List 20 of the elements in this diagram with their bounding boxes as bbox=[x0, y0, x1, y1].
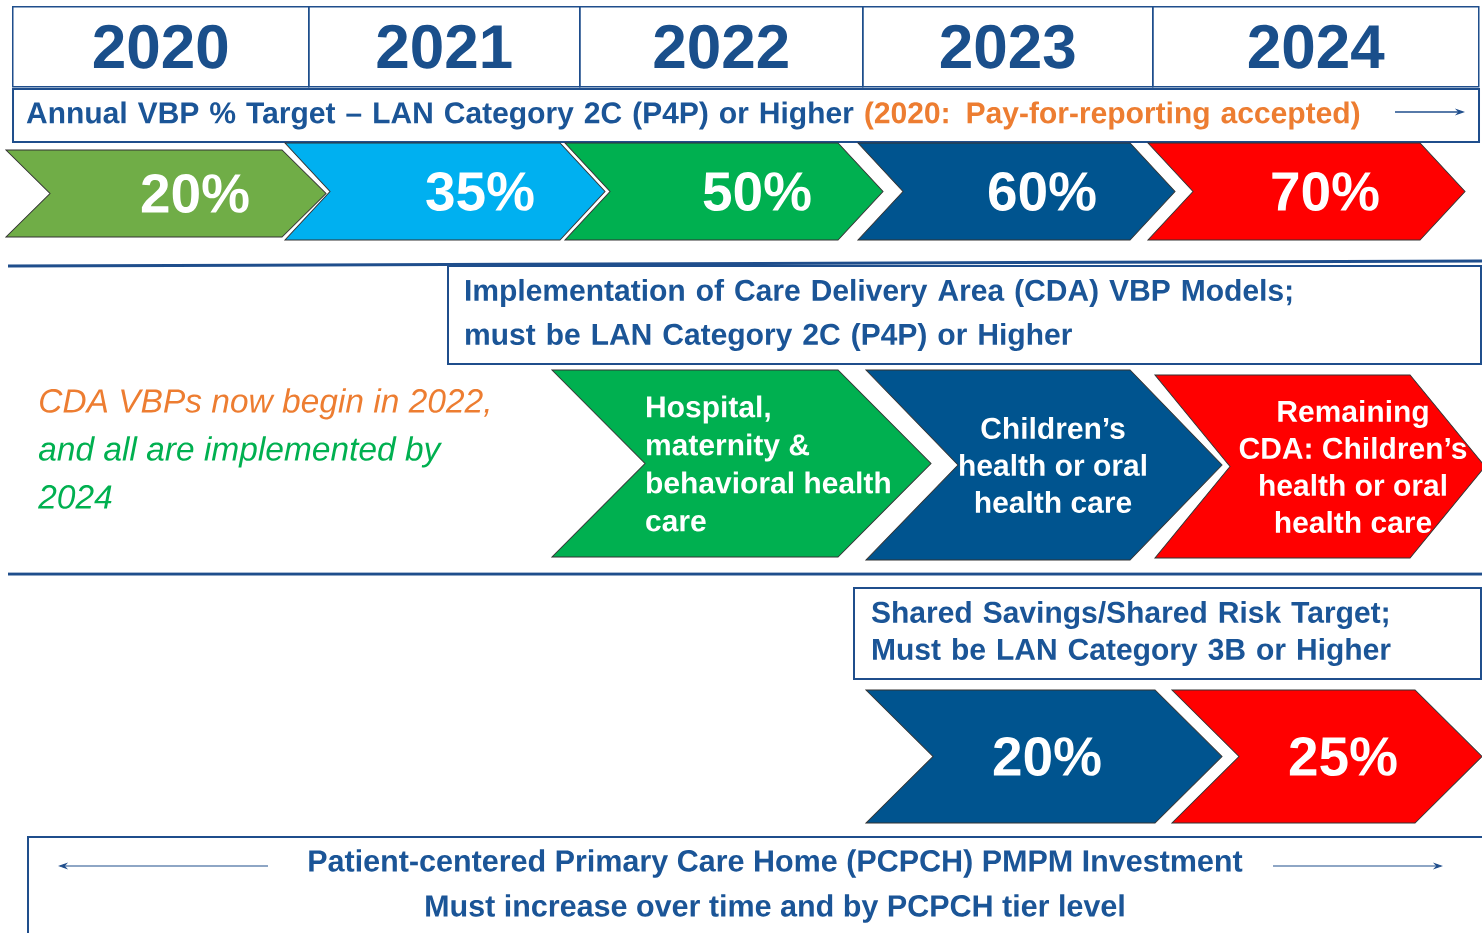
step-box: 20% bbox=[865, 689, 1223, 824]
year-cell: 2021 bbox=[308, 6, 581, 88]
step-box: 35% bbox=[284, 142, 606, 241]
step-box: 20% bbox=[5, 149, 327, 238]
target-banner: Annual VBP % Target – LAN Category 2C (P4P) or Higher (2020: Pay-for-reporting accepted) bbox=[12, 88, 1480, 143]
year-cell: 2022 bbox=[579, 6, 864, 88]
year-cell: 2023 bbox=[862, 6, 1154, 88]
step-box: 60% bbox=[857, 142, 1176, 241]
info-box: Implementation of Care Delivery Area (CDA) VBP Models; must be LAN Category 2C (P4P) or Higher bbox=[447, 265, 1482, 365]
info-box: Patient-centered Primary Care Home (PCPCH) PMPM Investment Must increase over time and by PCPCH tier level bbox=[27, 836, 1482, 933]
step-box: Hospital, maternity & behavioral health care bbox=[551, 369, 932, 558]
step-box: 70% bbox=[1147, 142, 1466, 241]
step-box: Remaining CDA: Children’s health or oral health care bbox=[1154, 374, 1482, 559]
year-cell: 2020 bbox=[12, 6, 310, 88]
step-box: 50% bbox=[564, 142, 884, 241]
info-box: Shared Savings/Shared Risk Target; Must be LAN Category 3B or Higher bbox=[853, 587, 1482, 680]
step-box: 25% bbox=[1171, 689, 1482, 824]
note-text: CDA VBPs now begin in 2022, bbox=[40, 388, 489, 420]
year-cell: 2024 bbox=[1152, 6, 1480, 88]
note-text: and all are implemented by 2024 bbox=[38, 436, 442, 509]
